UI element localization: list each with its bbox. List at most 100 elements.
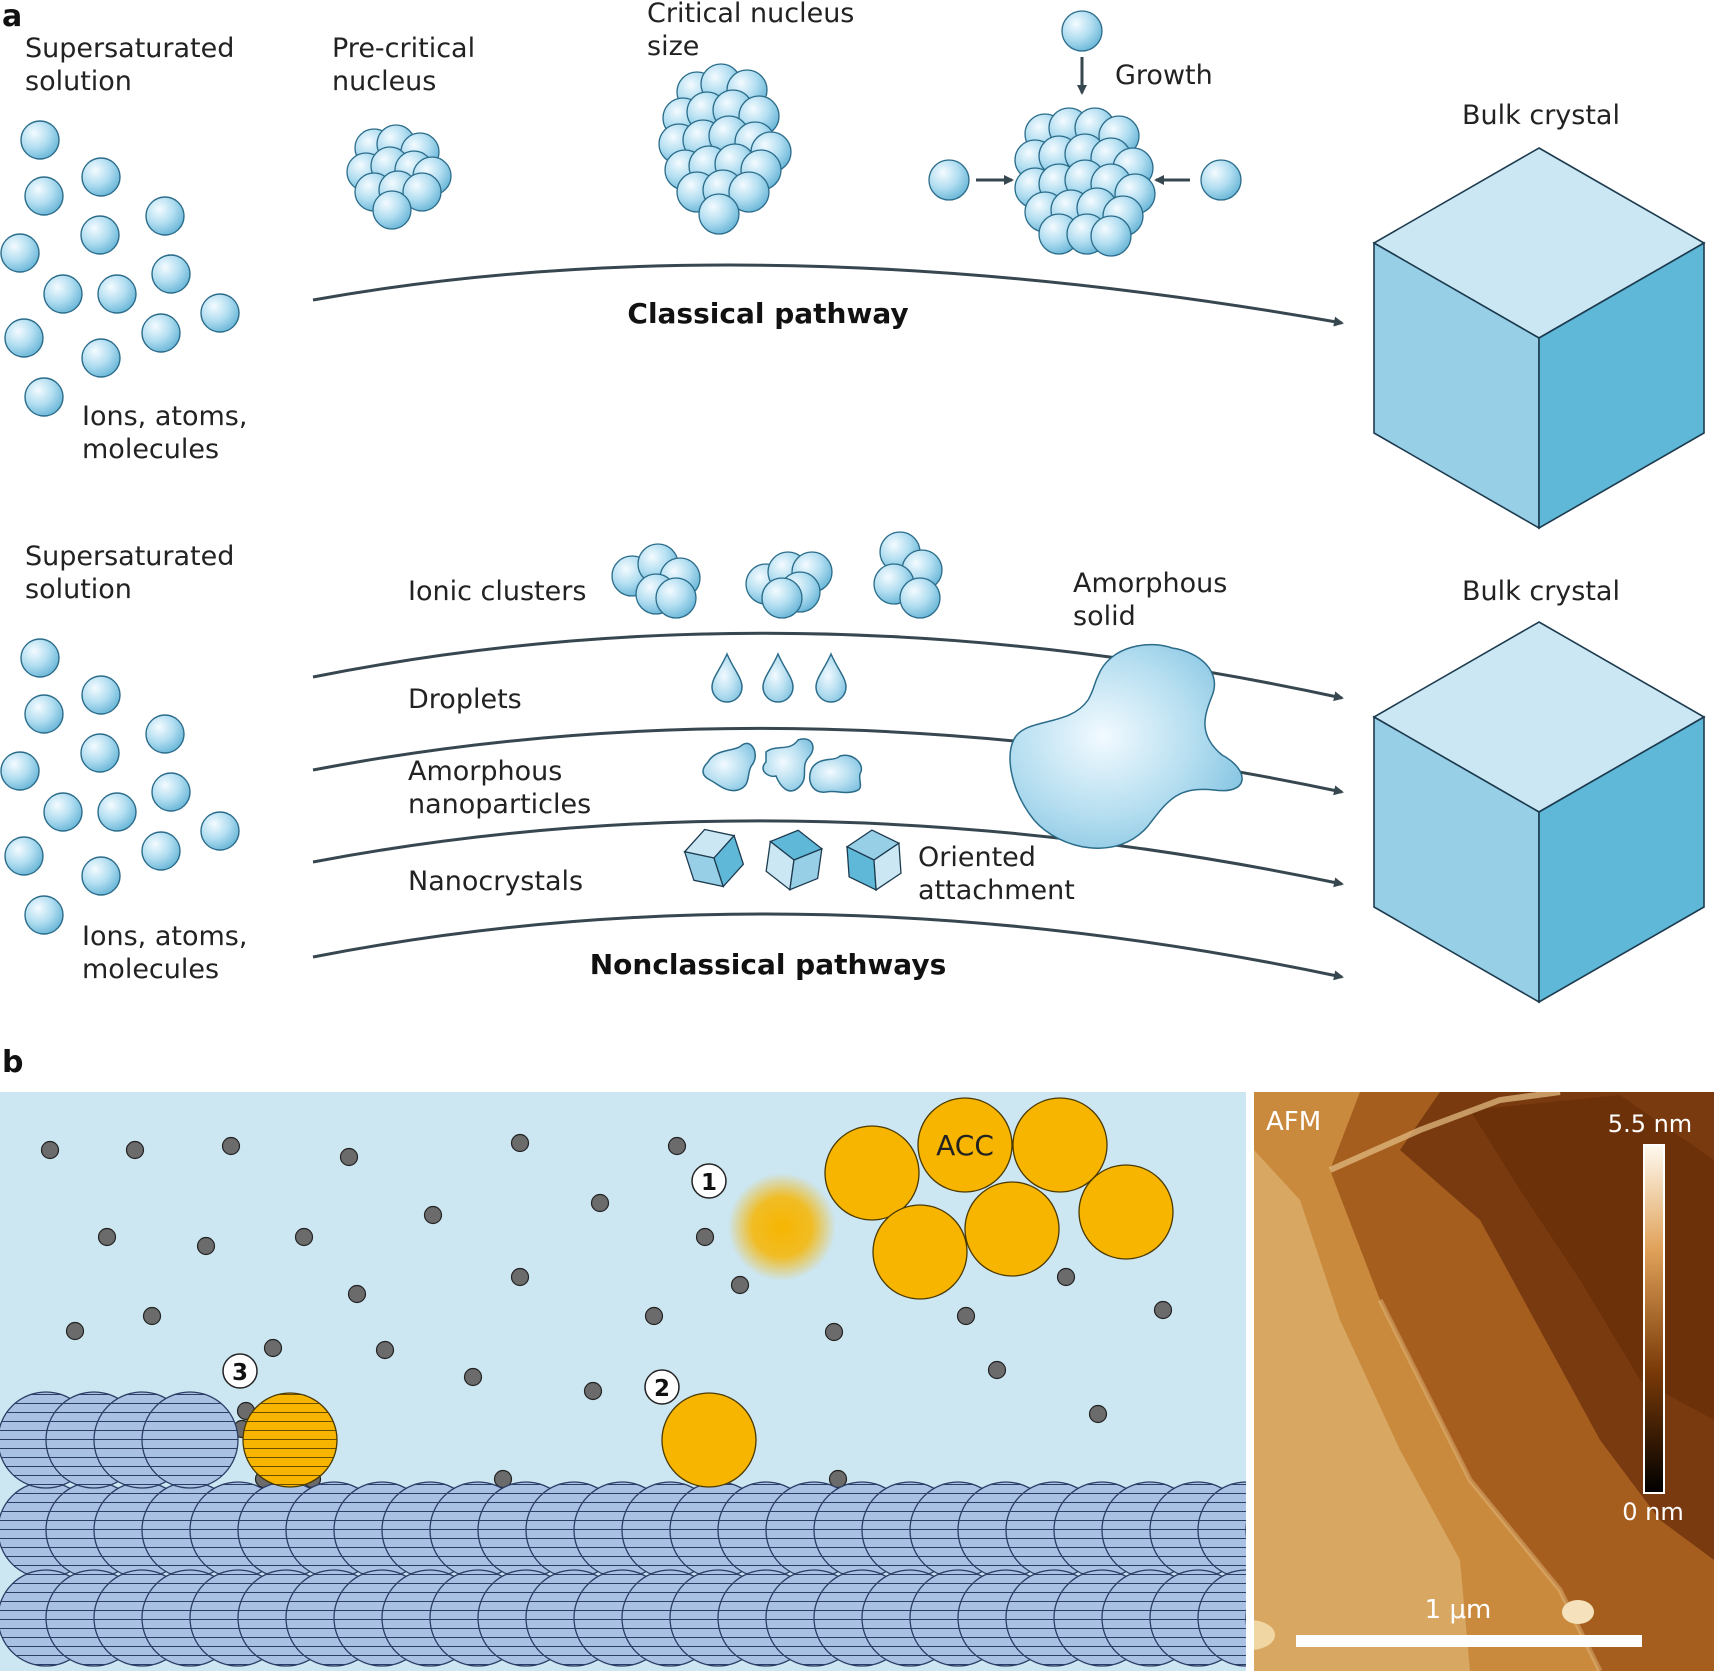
- afm-image: 5.5 nm 0 nm AFM 1 μm: [1254, 1092, 1714, 1671]
- afm-bright-feature: [1562, 1600, 1594, 1624]
- dissolved-ion: [196, 1236, 216, 1256]
- ion: [0, 233, 40, 273]
- crystal-substrate: [0, 1391, 1246, 1667]
- dissolved-ion: [987, 1360, 1007, 1380]
- marker-3: 3: [222, 1353, 258, 1389]
- ion: [97, 792, 137, 832]
- ion: [141, 831, 181, 871]
- amorphous-solid-blob: [1009, 643, 1243, 849]
- ionic-clusters-label: Ionic clusters: [408, 576, 586, 607]
- acc-cluster: [824, 1097, 1174, 1300]
- dissolved-ion: [347, 1284, 367, 1304]
- dissolved-ion: [828, 1469, 848, 1489]
- critical-nucleus: [658, 63, 792, 235]
- ions-group-classical: [0, 120, 240, 417]
- amorphous-solid-label: Amorphous solid: [1073, 568, 1236, 632]
- dissolved-ion: [667, 1136, 687, 1156]
- dissolved-ion: [40, 1140, 60, 1160]
- ion: [80, 215, 120, 255]
- ion: [43, 274, 83, 314]
- amorphous-np-2: [762, 738, 814, 792]
- ion: [24, 895, 64, 935]
- ion: [145, 714, 185, 754]
- prenucleation-cluster: [728, 1173, 836, 1281]
- amorphous-nanoparticles: [702, 738, 863, 794]
- droplet-2: [762, 652, 794, 703]
- dissolved-ion: [1056, 1267, 1076, 1287]
- ion: [151, 772, 191, 812]
- marker-2-text: 2: [654, 1376, 670, 1402]
- amorphous-solid-line1: Amorphous: [1073, 568, 1227, 599]
- ion: [200, 293, 240, 333]
- cluster-ion: [402, 172, 442, 212]
- nonclassical-species-line2: molecules: [82, 954, 219, 985]
- dissolved-ion: [294, 1227, 314, 1247]
- dissolved-ion: [824, 1322, 844, 1342]
- critical-nucleus-label: Critical nucleus size: [647, 0, 863, 62]
- droplets: [711, 652, 847, 703]
- cluster-ion: [698, 193, 740, 235]
- dissolved-ion: [339, 1147, 359, 1167]
- precritical-nucleus: [346, 124, 452, 230]
- precritical-line2: nucleus: [332, 66, 436, 97]
- acc-label: ACC: [936, 1129, 994, 1162]
- nonclassical-species-line1: Ions, atoms,: [82, 921, 247, 952]
- ion: [81, 338, 121, 378]
- cluster-ion: [761, 577, 803, 619]
- ion: [151, 254, 191, 294]
- nonclassical-bulk-label: Bulk crystal: [1462, 576, 1620, 607]
- panel-b-label: b: [2, 1045, 23, 1080]
- oriented-attachment-label: Oriented attachment: [918, 842, 1075, 906]
- afm-scalebar-label: 1 μm: [1425, 1595, 1492, 1625]
- dissolved-ion: [590, 1193, 610, 1213]
- classical-pathway-arrow: [312, 263, 1344, 327]
- dissolved-ion: [142, 1306, 162, 1326]
- critical-line1: Critical nucleus: [647, 0, 854, 29]
- ion: [4, 318, 44, 358]
- amorphous-np-line1: Amorphous: [408, 756, 562, 787]
- ion: [20, 638, 60, 678]
- ion: [145, 196, 185, 236]
- transforming-particle: [242, 1392, 338, 1488]
- substrate-unit: [1197, 1569, 1246, 1667]
- ion: [97, 274, 137, 314]
- nanocrystals-label: Nanocrystals: [408, 866, 583, 897]
- dissolved-ion: [65, 1321, 85, 1341]
- marker-1-text: 1: [701, 1170, 717, 1196]
- classical-pathway-label: Classical pathway: [627, 297, 908, 330]
- marker-1: 1: [691, 1163, 727, 1199]
- nanocrystal-2: [765, 829, 824, 891]
- substrate-unit: [1197, 1481, 1246, 1579]
- cube-right-face: [1538, 241, 1705, 530]
- marker-2: 2: [644, 1369, 680, 1405]
- panel-a-label: a: [2, 0, 22, 34]
- dissolved-ion: [463, 1367, 483, 1387]
- schematic-b: ACC 1 2 3: [0, 1092, 1246, 1671]
- nonclassical-species-label: Ions, atoms, molecules: [82, 921, 256, 985]
- droplet-1: [711, 652, 743, 703]
- incoming-ion: [928, 159, 970, 201]
- oriented-line1: Oriented: [918, 842, 1036, 873]
- ion: [80, 733, 120, 773]
- dissolved-ion: [423, 1205, 443, 1225]
- dissolved-ion: [97, 1227, 117, 1247]
- classical-bulk-crystal: [1372, 147, 1706, 530]
- ion: [81, 157, 121, 197]
- ion: [0, 751, 40, 791]
- ion: [20, 120, 60, 160]
- afm-scalebar: [1296, 1635, 1642, 1647]
- nanocrystal-3: [845, 829, 902, 892]
- nonclassical-solution-label: Supersaturated solution: [25, 541, 243, 605]
- dissolved-ion: [221, 1136, 241, 1156]
- cluster-ion: [728, 171, 770, 213]
- amorphous-np-line2: nanoparticles: [408, 789, 591, 820]
- pathway-arrow-4: [312, 912, 1344, 981]
- dissolved-ion: [583, 1381, 603, 1401]
- dissolved-ion: [695, 1227, 715, 1247]
- classical-solution-line2: solution: [25, 66, 132, 97]
- incoming-ion: [1200, 159, 1242, 201]
- ion: [81, 856, 121, 896]
- dissolved-ion: [375, 1340, 395, 1360]
- classical-species-label: Ions, atoms, molecules: [82, 401, 256, 465]
